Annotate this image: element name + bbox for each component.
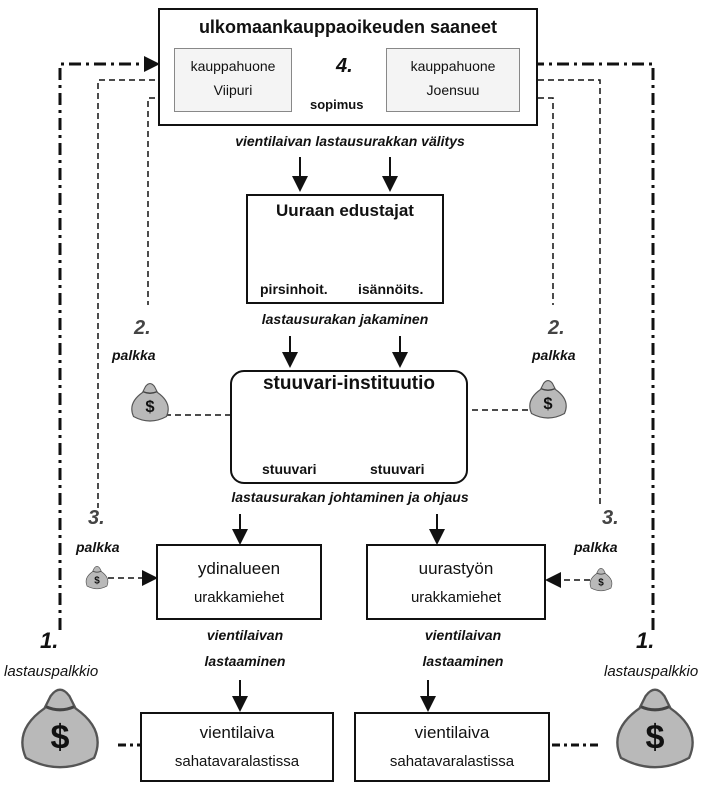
wage-line-2-left [147,97,175,305]
ship-left-line2: sahatavaralastissa [174,753,300,770]
ship-left-line1: vientilaiva [199,723,275,742]
core-workers-line1: ydinalueen [197,559,281,578]
merchant-houses-box: ulkomaankauppaoikeuden saaneet kauppahuo… [158,8,538,126]
loading-left-line1: vientilaivan [206,627,284,643]
label-johtaminen: lastausurakan johtaminen ja ohjaus [231,489,469,505]
uuraa-right-label: isännöits. [358,281,424,297]
wage-3-left-label: palkka [76,539,120,555]
agreement-label: sopimus [310,97,364,112]
payment-line-1-right [521,56,655,630]
wage-line-3-left [97,79,175,508]
uuras-workers-line1: uurastyön [418,559,494,578]
loading-fee-left-label: lastauspalkkio [4,663,99,680]
ship-right-line1: vientilaiva [414,723,490,742]
stuuvari-left-label: stuuvari [262,461,317,477]
agreement-number: 4. [336,55,353,77]
payment-line-1-left [58,56,160,630]
label-jakaminen: lastausurakan jakaminen [261,311,429,327]
step-3-left-number: 3. [88,507,105,529]
house-joensuu-line2: Joensuu [426,82,480,98]
stuuvari-right-label: stuuvari [370,461,425,477]
money-bag-icon [615,688,695,769]
wage-line-2-right [518,97,554,305]
wage-2-right-label: palkka [532,347,576,363]
ship-box-right: vientilaiva sahatavaralastissa [354,712,550,782]
label-valitys: vientilaivan lastausurakkan välitys [235,133,465,149]
uuraa-left-label: pirsinhoit. [260,281,328,297]
step-2-right-number: 2. [548,317,565,339]
house-viipuri-line2: Viipuri [213,82,253,98]
stuuvari-institution-box: stuuvari-instituutio stuuvari stuuvari [230,370,468,484]
wage-line-3-right [518,79,601,508]
money-bag-icon [589,567,613,592]
loading-left-line2: lastaaminen [204,653,286,669]
stuuvari-title: stuuvari-instituutio [262,373,436,394]
wage-3-right-label: palkka [574,539,618,555]
loading-fee-right-label: lastauspalkkio [604,663,699,680]
uuras-workers-box: uurastyön urakkamiehet [366,544,546,620]
house-viipuri: kauppahuone Viipuri [174,48,292,112]
money-bag-icon [20,688,100,769]
house-viipuri-line1: kauppahuone [190,58,276,74]
wage-2-left-label: palkka [112,347,156,363]
money-bag-icon [529,379,567,419]
uuraa-title: Uuraan edustajat [276,201,414,220]
core-workers-line2: urakkamiehet [193,589,285,606]
uuras-workers-line2: urakkamiehet [410,589,502,606]
step-1-left-number: 1. [40,628,59,653]
uuraa-representatives-box: Uuraan edustajat pirsinhoit. isännöits. [246,194,444,304]
ship-right-line2: sahatavaralastissa [389,753,515,770]
core-workers-box: ydinalueen urakkamiehet [156,544,322,620]
step-2-left-number: 2. [134,317,151,339]
house-joensuu: kauppahuone Joensuu [386,48,520,112]
top-title: ulkomaankauppaoikeuden saaneet [198,17,498,37]
money-bag-icon [131,382,169,422]
ship-box-left: vientilaiva sahatavaralastissa [140,712,334,782]
step-3-right-number: 3. [602,507,619,529]
loading-right-line1: vientilaivan [424,627,502,643]
money-bag-icon [85,565,109,590]
house-joensuu-line1: kauppahuone [410,58,496,74]
loading-right-line2: lastaaminen [422,653,504,669]
step-1-right-number: 1. [636,628,655,653]
